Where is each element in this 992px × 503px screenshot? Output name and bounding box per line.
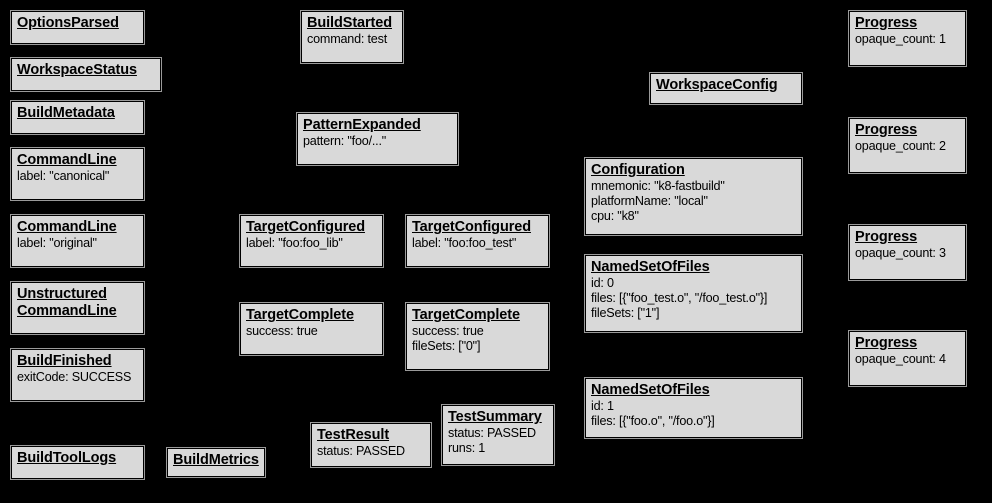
graph-node-property: status: PASSED (448, 426, 536, 441)
graph-node-property: cpu: "k8" (591, 208, 639, 223)
graph-node-property: fileSets: ["0"] (412, 338, 481, 353)
graph-node-property: label: "original" (17, 236, 97, 251)
graph-node-property: status: PASSED (317, 444, 405, 459)
graph-node-property: opaque_count: 2 (855, 139, 946, 154)
graph-node-title: WorkspaceConfig (656, 77, 778, 93)
graph-node-build-tool-logs[interactable]: BuildToolLogs (10, 445, 145, 480)
graph-node-title: NamedSetOfFiles (591, 382, 710, 398)
graph-node-property: opaque_count: 1 (855, 32, 946, 47)
graph-node-title: NamedSetOfFiles (591, 259, 710, 275)
graph-node-title: BuildStarted (307, 15, 393, 31)
graph-node-property: fileSets: ["1"] (591, 305, 660, 320)
graph-node-property: label: "foo:foo_test" (412, 236, 517, 251)
graph-node-property: label: "foo:foo_lib" (246, 236, 343, 251)
graph-node-title: WorkspaceStatus (17, 62, 137, 78)
graph-node-property: runs: 1 (448, 440, 486, 455)
graph-node-property: id: 0 (591, 276, 614, 291)
graph-node-property: success: true (246, 324, 318, 339)
graph-node-property: success: true (412, 324, 484, 339)
graph-node-options-parsed[interactable]: OptionsParsed (10, 10, 145, 45)
graph-node-title: Progress (855, 122, 918, 138)
graph-node-property: exitCode: SUCCESS (17, 370, 132, 385)
graph-node-title: CommandLine (17, 152, 117, 168)
graph-node-title: TargetComplete (412, 307, 520, 323)
graph-node-property: files: [{"foo_test.o", "/foo_test.o"}] (591, 290, 768, 305)
graph-node-property: platformName: "local" (591, 193, 708, 208)
graph-node-property: command: test (307, 32, 387, 47)
graph-node-unstructured-command-line[interactable]: Unstructured CommandLine (10, 281, 145, 335)
graph-node-title: PatternExpanded (303, 117, 421, 133)
graph-node-title: OptionsParsed (17, 15, 119, 31)
graph-node-workspace-config[interactable]: WorkspaceConfig (649, 72, 803, 105)
graph-node-title: Unstructured CommandLine (17, 286, 117, 320)
graph-node-property: id: 1 (591, 399, 614, 414)
graph-node-property: label: "canonical" (17, 169, 110, 184)
graph-node-property: opaque_count: 4 (855, 352, 946, 367)
graph-node-title: Progress (855, 335, 918, 351)
graph-node-title: Progress (855, 15, 918, 31)
graph-node-title: TargetConfigured (246, 219, 365, 235)
graph-node-property: pattern: "foo/..." (303, 134, 387, 149)
graph-node-build-metrics[interactable]: BuildMetrics (166, 447, 266, 478)
graph-node-title: Progress (855, 229, 918, 245)
graph-node-title: Configuration (591, 162, 685, 178)
graph-node-title: BuildFinished (17, 353, 112, 369)
graph-node-title: TestResult (317, 427, 390, 443)
graph-node-build-metadata[interactable]: BuildMetadata (10, 100, 145, 135)
graph-node-title: TestSummary (448, 409, 542, 425)
graph-node-title: CommandLine (17, 219, 117, 235)
graph-node-title: TargetConfigured (412, 219, 531, 235)
graph-node-property: mnemonic: "k8-fastbuild" (591, 179, 725, 194)
graph-node-title: BuildToolLogs (17, 450, 117, 466)
graph-node-title: TargetComplete (246, 307, 354, 323)
graph-node-property: opaque_count: 3 (855, 246, 946, 261)
graph-node-property: files: [{"foo.o", "/foo.o"}] (591, 413, 715, 428)
graph-node-workspace-status[interactable]: WorkspaceStatus (10, 57, 162, 92)
graph-node-title: BuildMetadata (17, 105, 115, 121)
graph-node-title: BuildMetrics (173, 452, 259, 468)
